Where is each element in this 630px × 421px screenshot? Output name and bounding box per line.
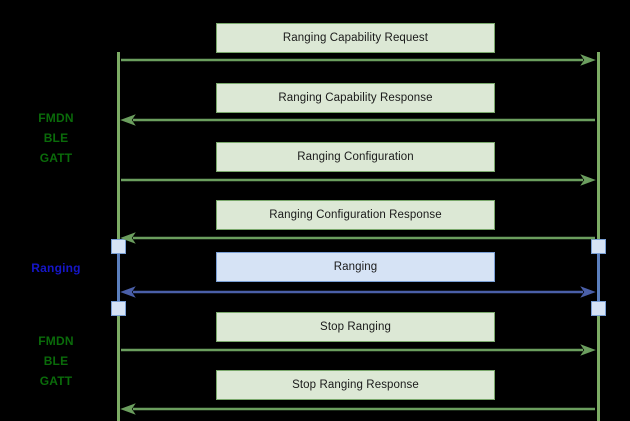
msg-ranging-capability-request-arrow (121, 52, 596, 68)
phase-fmdn-ble-gatt-bottom: FMDN BLE GATT (18, 331, 94, 391)
activation-right-bottom (591, 301, 606, 316)
msg-stop-ranging-response-box: Stop Ranging Response (216, 370, 495, 400)
msg-ranging-configuration-arrow (121, 172, 596, 188)
phase-fmdn-ble-gatt-bottom-line-2: GATT (39, 374, 73, 388)
phase-ranging: Ranging (18, 258, 94, 278)
activation-left-top (111, 239, 126, 254)
msg-ranging-capability-response-box: Ranging Capability Response (216, 83, 495, 113)
msg-ranging-capability-response-label: Ranging Capability Response (278, 91, 433, 104)
msg-stop-ranging-label: Stop Ranging (320, 320, 391, 333)
msg-ranging-label: Ranging (333, 260, 378, 273)
msg-ranging-configuration-response-box: Ranging Configuration Response (216, 200, 495, 230)
phase-ranging-line-0: Ranging (31, 261, 81, 275)
msg-ranging-configuration-response-arrow (120, 230, 595, 246)
msg-stop-ranging-arrow (121, 342, 596, 358)
activation-left-bottom (111, 301, 126, 316)
msg-ranging-configuration-response-label: Ranging Configuration Response (269, 208, 442, 221)
right-lifeline-lower (597, 310, 600, 421)
left-lifeline-ranging-segment (117, 246, 120, 308)
msg-stop-ranging-response-arrow (120, 401, 595, 417)
phase-fmdn-ble-gatt-top-line-2: GATT (39, 151, 73, 165)
msg-ranging-capability-request-box: Ranging Capability Request (216, 23, 495, 53)
left-lifeline-upper (117, 52, 120, 243)
phase-fmdn-ble-gatt-bottom-line-1: BLE (43, 354, 69, 368)
msg-ranging-capability-request-label: Ranging Capability Request (282, 31, 429, 44)
msg-ranging-configuration-box: Ranging Configuration (216, 142, 495, 172)
msg-ranging-box: Ranging (216, 252, 495, 282)
right-lifeline-ranging-segment (597, 246, 600, 308)
msg-stop-ranging-box: Stop Ranging (216, 312, 495, 342)
phase-fmdn-ble-gatt-top-line-0: FMDN (38, 111, 74, 125)
msg-ranging-arrow (120, 284, 596, 300)
msg-ranging-capability-response-arrow (120, 112, 595, 128)
phase-fmdn-ble-gatt-top: FMDN BLE GATT (18, 108, 94, 168)
msg-stop-ranging-response-label: Stop Ranging Response (292, 378, 419, 391)
right-lifeline-upper (597, 52, 600, 243)
left-lifeline-lower (117, 310, 120, 421)
msg-ranging-configuration-label: Ranging Configuration (297, 150, 414, 163)
activation-right-top (591, 239, 606, 254)
phase-fmdn-ble-gatt-top-line-1: BLE (43, 131, 69, 145)
phase-fmdn-ble-gatt-bottom-line-0: FMDN (38, 334, 74, 348)
